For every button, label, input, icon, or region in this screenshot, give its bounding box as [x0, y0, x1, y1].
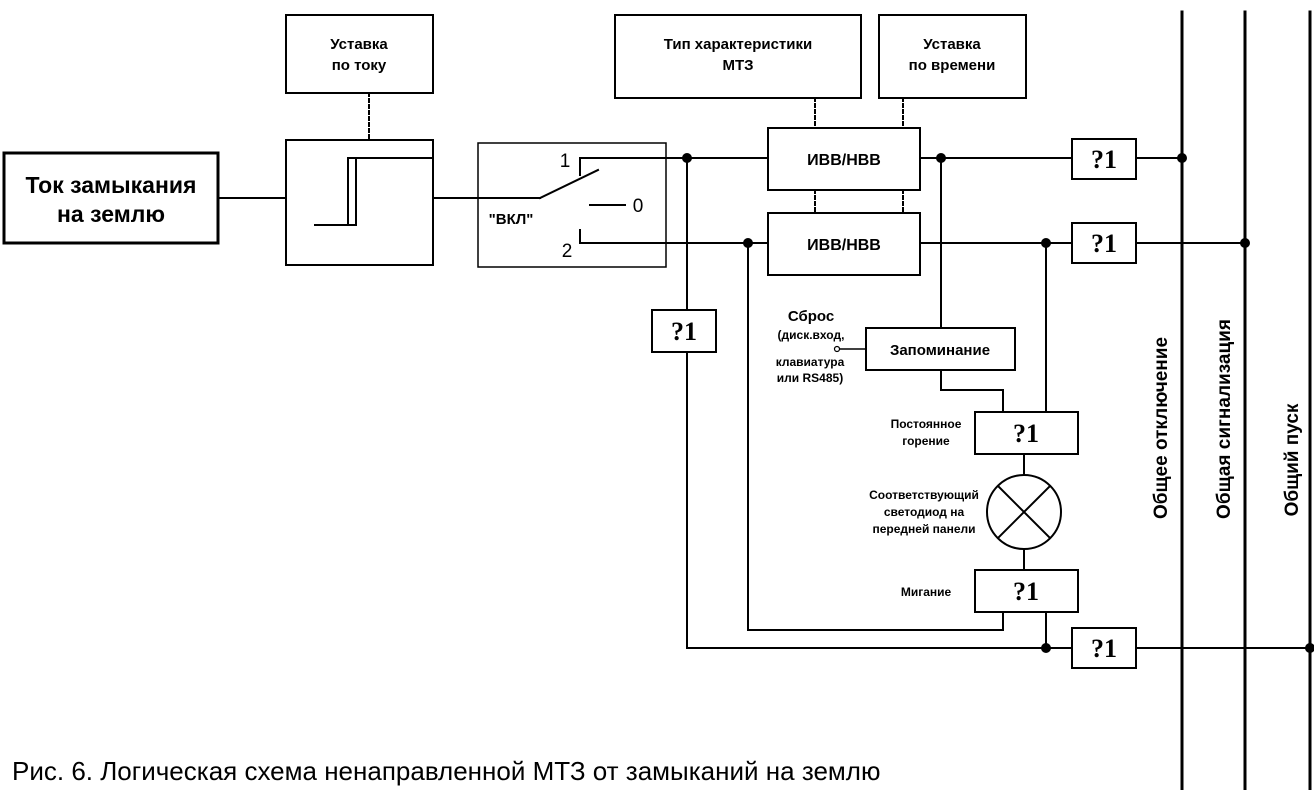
- or-left-block: [651, 309, 717, 353]
- or-start-label: ?1: [1091, 634, 1117, 663]
- led-line2: светодиод на: [884, 505, 965, 519]
- or-steady-label: ?1: [1013, 419, 1039, 448]
- switch-contact: [538, 168, 600, 200]
- setpoint-current-line1: Уставка: [330, 36, 388, 53]
- junction-dot: [743, 238, 753, 248]
- wire: [747, 242, 1004, 631]
- characteristic-type-box: [614, 14, 862, 99]
- input-block-line2: на землю: [57, 201, 165, 227]
- threshold-block: [285, 139, 434, 266]
- switch-block: [477, 142, 667, 268]
- or-trip-label: ?1: [1091, 145, 1117, 174]
- characteristic-type-line2: МТЗ: [722, 57, 753, 74]
- memory-block-label: Запоминание: [890, 342, 990, 359]
- switch-on-label: "ВКЛ": [489, 211, 534, 228]
- or-blink-block: [974, 569, 1079, 613]
- setpoint-time-line2: по времени: [909, 57, 996, 74]
- reset-line1: (диск.вход,: [778, 328, 845, 342]
- setpoint-time-line1: Уставка: [923, 36, 981, 53]
- switch-pos2-label: 2: [562, 241, 573, 262]
- junction-dot: [936, 153, 946, 163]
- or-blink-label: ?1: [1013, 577, 1039, 606]
- bus-start-label: Общий пуск: [1282, 403, 1303, 516]
- junction-dot: [1305, 643, 1314, 653]
- junction-dot: [1041, 238, 1051, 248]
- steady-light-line2: горение: [902, 434, 950, 448]
- timer-top-label: ИВВ/НВВ: [807, 152, 881, 169]
- setpoint-current-line2: по току: [332, 57, 387, 74]
- led-line1: Соответствующий: [869, 488, 979, 502]
- steady-light-line1: Постоянное: [891, 417, 962, 431]
- junction-dot: [1041, 643, 1051, 653]
- wire: [940, 369, 1004, 413]
- setpoint-time-box: [878, 14, 1027, 99]
- hysteresis-curve: [314, 157, 434, 226]
- switch-pos0-label: 0: [633, 196, 644, 217]
- reset-terminal: [833, 345, 841, 353]
- setpoint-current-box: [285, 14, 434, 94]
- timer-bottom-label: ИВВ/НВВ: [807, 237, 881, 254]
- memory-block: [865, 327, 1016, 371]
- switch-pos1-label: 1: [560, 151, 571, 172]
- characteristic-type-line1: Тип характеристики: [664, 36, 812, 53]
- reset-title: Сброс: [788, 308, 834, 325]
- switch-pos1-wire: [579, 157, 667, 176]
- or-alarm-label: ?1: [1091, 229, 1117, 258]
- junction-dot: [1240, 238, 1250, 248]
- or-steady-block: [974, 411, 1079, 455]
- or-left-label: ?1: [671, 317, 697, 346]
- led-line3: передней панели: [872, 522, 975, 536]
- bus-alarm-label: Общая сигнализация: [1214, 319, 1235, 519]
- hysteresis-curve: [329, 157, 357, 226]
- junction-dot: [1177, 153, 1187, 163]
- junction-dot: [682, 153, 692, 163]
- blinking-label: Мигание: [901, 585, 952, 599]
- switch-pos2-wire: [579, 229, 667, 244]
- reset-line3: или RS485): [777, 371, 843, 385]
- reset-line2: клавиатура: [776, 355, 845, 369]
- input-block-line1: Ток замыкания: [26, 172, 197, 198]
- led-icon: [996, 484, 1052, 540]
- bus-trip-label: Общее отключение: [1151, 337, 1172, 519]
- input-block: [2, 151, 220, 245]
- figure-caption: Рис. 6. Логическая схема ненаправленной …: [12, 756, 881, 786]
